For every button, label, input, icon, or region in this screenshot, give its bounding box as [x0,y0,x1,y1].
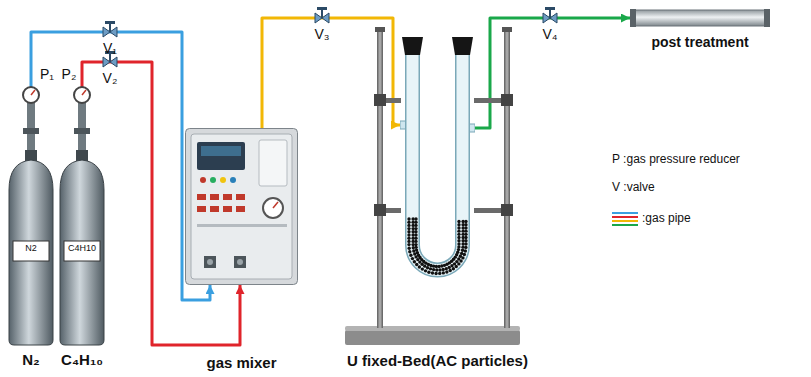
valve-label: V₁ [98,40,122,56]
gas-mixer: gas mixer [185,128,298,285]
post-treatment-tube-outline [630,9,770,27]
cylinder-label: N2 [25,243,37,253]
reducer-label: P₁ [38,66,56,82]
legend-text: :gas pipe [642,211,691,225]
gas-cylinder-outline [56,150,108,372]
retort-stand [345,27,520,345]
cylinder-label: C4H10 [68,243,96,253]
cylinder-valve [23,103,90,151]
u-fixed-bed: U fixed-Bed(AC particles) [400,35,475,295]
legend-text: P :gas pressure reducer [612,152,740,166]
reducer-label: P₂ [60,66,78,82]
legend-text: V :valve [612,180,655,194]
valve-label: V₂ [98,70,122,86]
ac-particles [407,217,467,275]
gas-pipe [31,32,210,300]
legend-pipe-sample [612,213,638,225]
cylinder-name: C₄H₁₀ [61,351,103,368]
u-fixed-bed-outline [400,35,475,295]
gas-cylinder: N2N₂ [5,150,57,372]
valve-label: V₄ [538,26,562,42]
gas-mixer-outline [185,128,298,285]
valve-label: V₃ [310,26,334,42]
gas-pipe [475,18,630,128]
gas-cylinder: C4H10C₄H₁₀ [56,150,108,372]
tube-name: post treatment [651,34,748,50]
valve-symbol [103,7,557,67]
pressure-reducer [23,87,90,103]
mixer-name: gas mixer [206,354,276,371]
gas-cylinder-outline [5,150,57,372]
bed-name: U fixed-Bed(AC particles) [347,352,528,369]
post-treatment-tube: post treatment [630,9,770,27]
cylinder-name: N₂ [22,351,40,368]
